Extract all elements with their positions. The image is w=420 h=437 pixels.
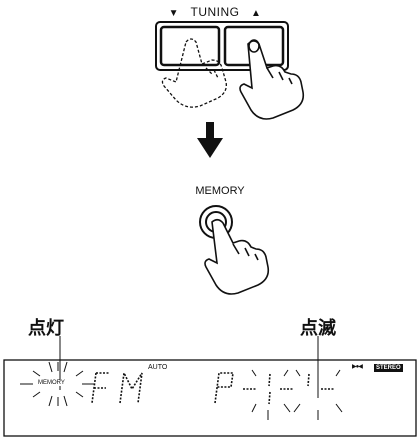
blink-rays-icon (251, 369, 343, 420)
pointing-hand-icon (204, 218, 270, 295)
display-memory-indicator: MEMORY (37, 380, 66, 386)
flow-arrow-down-icon (197, 122, 223, 158)
tuning-label: ▼ TUNING ▲ (150, 5, 280, 19)
display-stereo-indicator: STEREO (374, 364, 403, 372)
tuning-button-group (155, 21, 289, 71)
display-panel (3, 359, 417, 437)
pointing-hand-dashed-icon (161, 38, 227, 108)
lit-label: 点灯 (28, 318, 64, 339)
up-arrow-icon: ▲ (251, 8, 262, 19)
blinking-label: 点滅 (300, 318, 336, 339)
down-arrow-icon: ▼ (168, 8, 179, 19)
tuning-label-text: TUNING (190, 5, 240, 19)
display-auto-indicator: AUTO (148, 364, 168, 371)
pointing-hand-icon (239, 39, 305, 120)
preset-dash-segments (243, 373, 334, 405)
memory-button-label: MEMORY (195, 185, 245, 197)
band-fm-segments (91, 370, 143, 404)
tape-indicator-icon: ▶●◀ (352, 364, 363, 370)
blink-rays-icon (20, 361, 95, 407)
tuning-down-button[interactable] (159, 25, 221, 67)
preset-p-segments (214, 372, 234, 404)
